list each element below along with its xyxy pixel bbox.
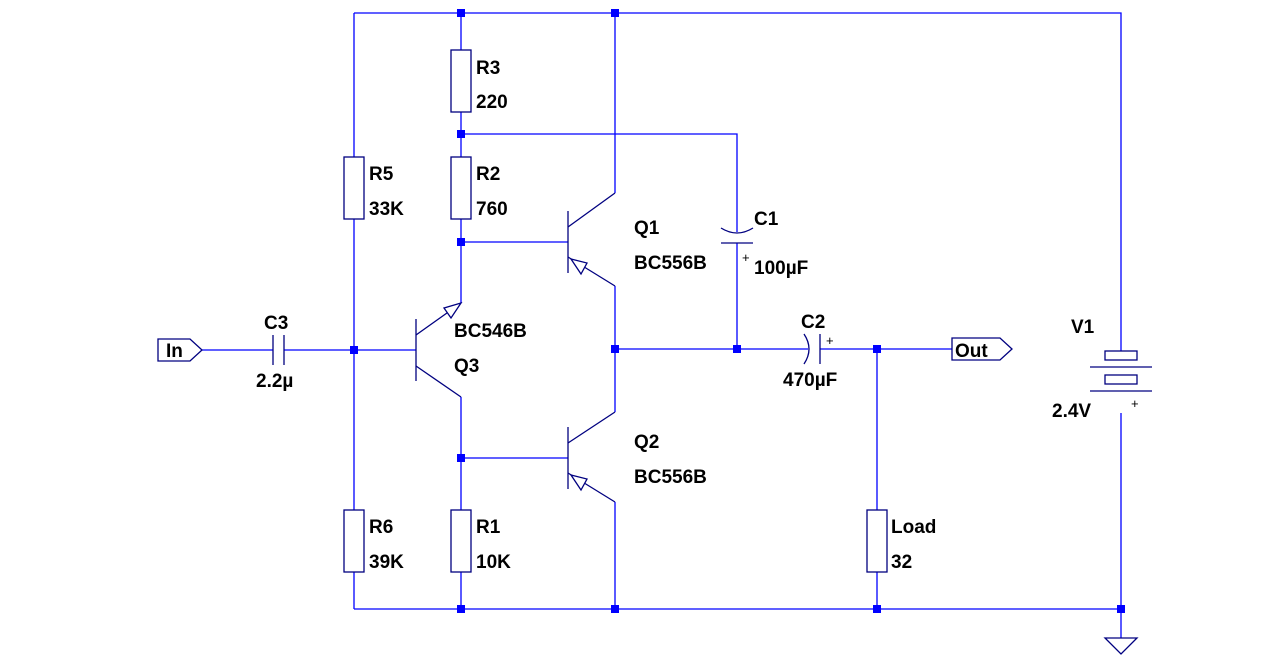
resistor-r5: R5 33K: [343, 156, 404, 220]
port-out-flag: [951, 337, 1013, 361]
capacitor-c1-plate-curved: [720, 227, 754, 234]
transistor-q3-emitter-lead: [415, 365, 462, 398]
junction-dot: [457, 454, 465, 462]
transistor-q3-name: Q3: [454, 356, 479, 377]
transistor-q2-model: BC556B: [634, 467, 707, 488]
resistor-r5-name: R5: [369, 164, 394, 185]
port-in-flag: [157, 338, 203, 362]
resistor-r2-name: R2: [476, 164, 500, 185]
capacitor-c2-name: C2: [801, 312, 825, 333]
capacitor-c1-polarity: +: [742, 250, 750, 265]
resistor-r6-body: [343, 509, 365, 573]
port-out[interactable]: Out: [951, 337, 1013, 362]
junction-dot: [350, 346, 358, 354]
transistor-q1-collector-lead: [567, 192, 616, 228]
capacitor-c2-plate-curved: [803, 333, 810, 365]
junction-dot: [873, 345, 881, 353]
resistor-r6-value: 39K: [369, 552, 404, 573]
port-out-label: Out: [955, 341, 988, 362]
ground-icon: [1103, 637, 1139, 655]
capacitor-c3-value: 2.2µ: [256, 371, 293, 392]
resistor-load-name: Load: [891, 517, 936, 538]
junction-dot: [733, 345, 741, 353]
resistor-r3-name: R3: [476, 58, 500, 79]
resistor-r1-value: 10K: [476, 552, 511, 573]
resistor-r3: R3 220: [450, 49, 508, 113]
capacitor-c3: C3 2.2µ: [256, 313, 293, 392]
resistor-r1: R1 10K: [450, 509, 511, 573]
resistor-load-value: 32: [891, 552, 912, 573]
transistor-q1-emitter-arrow: [569, 257, 588, 276]
transistor-q2-emitter-arrow: [569, 473, 588, 492]
transistor-q2: Q2 BC556B: [567, 411, 707, 503]
resistor-r2-body: [450, 156, 472, 220]
junction-dot: [611, 345, 619, 353]
junction-dot: [873, 605, 881, 613]
battery-v1-name: V1: [1071, 317, 1095, 338]
capacitor-c2: + C2 470µF: [783, 312, 837, 391]
resistor-r6-name: R6: [369, 517, 393, 538]
battery-v1: + V1 2.4V: [1052, 317, 1152, 422]
junction-dot: [457, 238, 465, 246]
junction-dot: [457, 9, 465, 17]
transistor-q1-model: BC556B: [634, 253, 707, 274]
capacitor-c1-name: C1: [754, 209, 779, 230]
wire-c1-top: [461, 133, 738, 232]
capacitor-c1: + C1 100µF: [720, 209, 808, 279]
resistor-r6: R6 39K: [343, 509, 404, 573]
battery-v1-cell-bottom: [1104, 374, 1138, 385]
resistor-r5-body: [343, 156, 365, 220]
junction-dot: [457, 605, 465, 613]
transistor-q3-emitter-arrow: [442, 301, 463, 320]
transistor-q3: BC546B Q3: [415, 301, 527, 398]
port-in[interactable]: In: [157, 338, 203, 362]
transistor-q3-model: BC546B: [454, 321, 527, 342]
resistor-r5-value: 33K: [369, 199, 404, 220]
battery-v1-value: 2.4V: [1052, 401, 1091, 422]
resistor-r1-name: R1: [476, 517, 501, 538]
capacitor-c1-value: 100µF: [754, 258, 808, 279]
resistor-r2: R2 760: [450, 156, 508, 220]
wires: [202, 12, 1122, 638]
wire-top-rail: [354, 12, 1122, 351]
capacitor-c2-value: 470µF: [783, 370, 837, 391]
resistor-load-body: [866, 509, 888, 573]
resistor-r3-body: [450, 49, 472, 113]
resistor-r1-body: [450, 509, 472, 573]
port-in-label: In: [166, 341, 183, 362]
junction-dot: [457, 130, 465, 138]
battery-v1-polarity: +: [1131, 396, 1139, 411]
capacitor-c3-name: C3: [264, 313, 288, 334]
transistor-q2-collector-lead: [567, 411, 616, 444]
junctions: [350, 9, 1125, 613]
junction-dot: [611, 605, 619, 613]
battery-v1-cell-top: [1104, 350, 1138, 361]
resistor-r2-value: 760: [476, 199, 508, 220]
transistor-q1: Q1 BC556B: [567, 192, 707, 287]
resistor-load: Load 32: [866, 509, 936, 573]
resistor-r3-value: 220: [476, 92, 508, 113]
capacitor-c2-polarity: +: [826, 333, 834, 348]
transistor-q2-name: Q2: [634, 432, 659, 453]
junction-dot: [1117, 605, 1125, 613]
junction-dot: [611, 9, 619, 17]
transistor-q1-name: Q1: [634, 218, 660, 239]
